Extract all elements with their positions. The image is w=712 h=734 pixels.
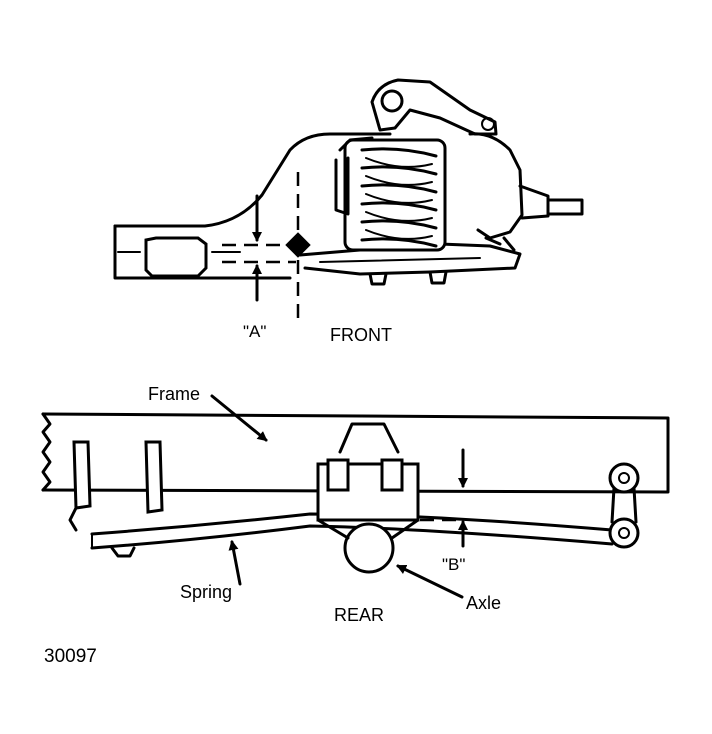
figure-number: 30097 <box>44 646 97 667</box>
front-caption: FRONT <box>330 325 392 345</box>
axle-label: Axle <box>466 593 501 613</box>
spring-label: Spring <box>180 582 232 602</box>
dimension-b-label: "B" <box>442 555 465 574</box>
rear-caption: REAR <box>334 605 384 625</box>
dimension-a-label: "A" <box>243 322 266 341</box>
rear-suspension-drawing <box>41 394 670 599</box>
frame-label: Frame <box>148 384 200 404</box>
front-suspension-drawing <box>113 78 584 320</box>
